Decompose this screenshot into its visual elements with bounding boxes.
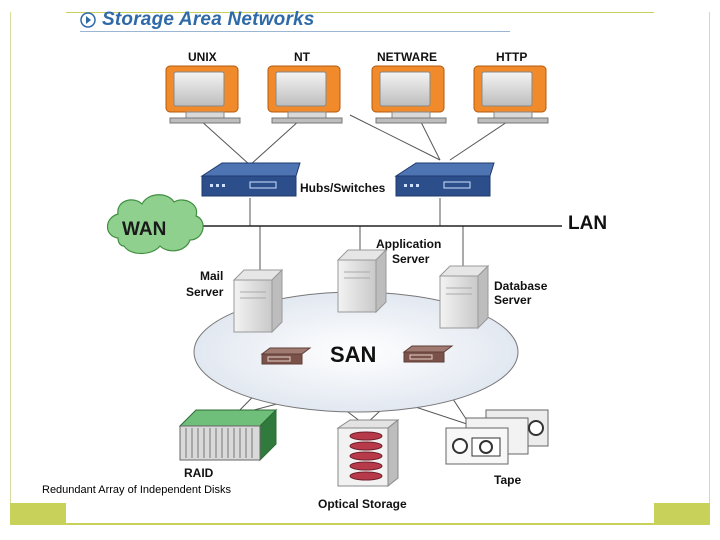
mail-server: Mail Server [186,268,284,334]
workstation-nt: NT [267,50,343,124]
lan-label: LAN [568,213,607,234]
application-server: Application Server [336,237,441,314]
slide-title: Storage Area Networks [80,8,315,32]
san-switch-left [260,347,312,365]
title-underline [80,31,510,32]
wan-cloud: WAN [106,194,204,255]
frame-left-rule [10,12,11,504]
workstation-http: HTTP [473,50,549,124]
tape-label: Tape [494,473,521,487]
frame-right-rule [709,12,710,504]
frame-bottom-inner [66,503,654,523]
workstation-label: UNIX [188,50,217,64]
workstation-label: NT [294,50,311,64]
title-text: Storage Area Networks [102,9,315,30]
server-label: Server [494,293,532,307]
server-label: Application [376,237,441,251]
workstation-label: NETWARE [377,50,437,64]
server-label: Server [186,285,224,299]
wan-label: WAN [122,219,166,240]
hubs-label: Hubs/Switches [300,181,386,195]
hub-switch-right [394,162,495,197]
workstation-unix: UNIX [165,50,241,124]
server-label: Mail [200,269,223,283]
frame-top-line [66,12,654,13]
optical-storage: Optical Storage [318,418,407,511]
hub-switch-left [200,162,301,197]
raid-label: RAID [184,466,214,480]
workstation-label: HTTP [496,50,527,64]
optical-label: Optical Storage [318,497,407,511]
san-switch-right [402,345,454,363]
server-label: Database [494,279,548,293]
raid-caption: Redundant Array of Independent Disks [42,484,231,496]
workstation-netware: NETWARE [371,50,447,124]
san-label: SAN [330,342,376,367]
database-server: Database Server [438,264,548,330]
bullet-arrow-icon [80,12,96,28]
raid-array: RAID [178,408,278,480]
tape-library: Tape [445,409,549,487]
server-label: Server [392,252,430,266]
